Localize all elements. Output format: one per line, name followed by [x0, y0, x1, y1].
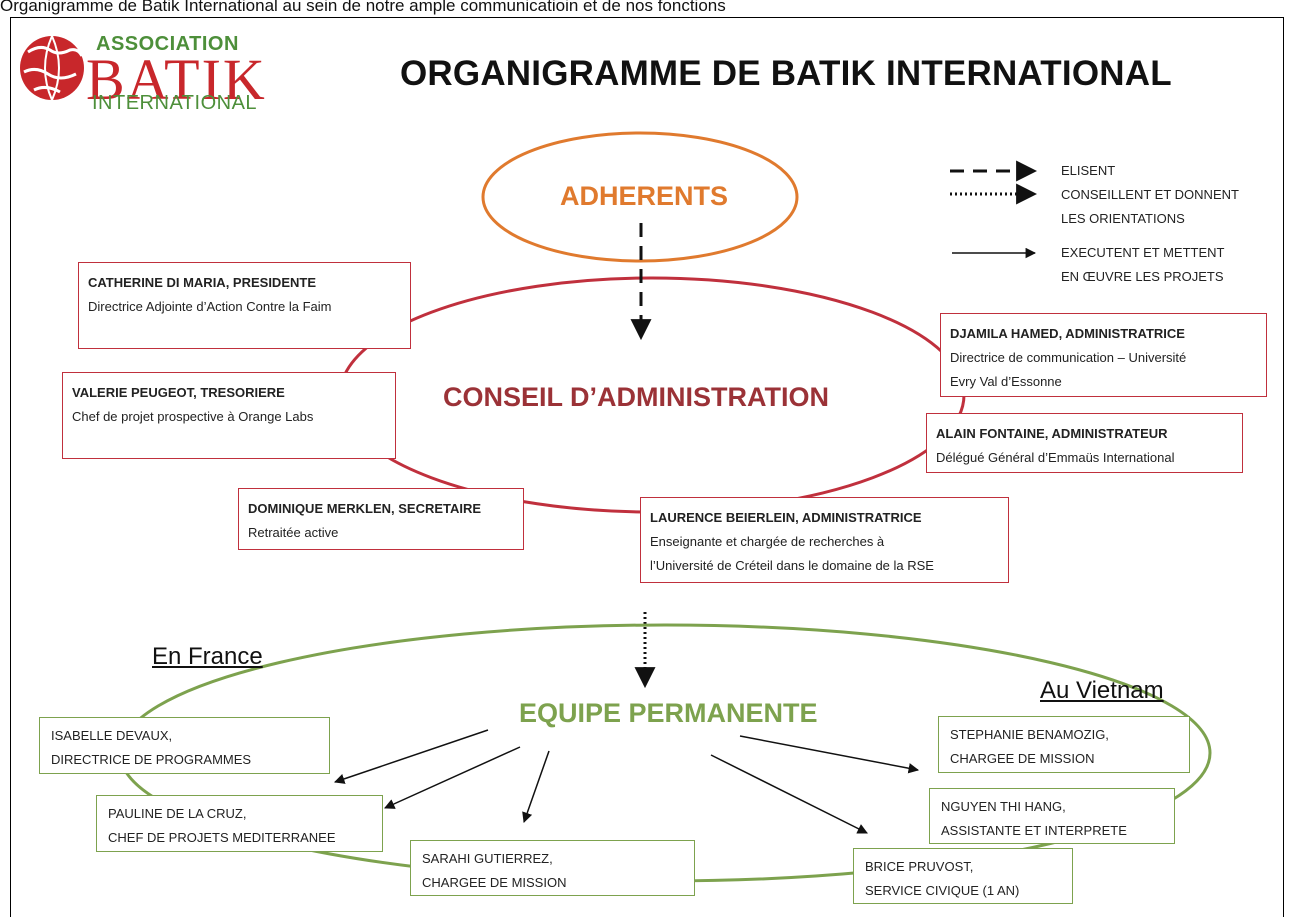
logo-main-text: BATIK	[86, 47, 267, 112]
conseil-label: CONSEIL D’ADMINISTRATION	[443, 382, 830, 412]
logo-top-text: ASSOCIATION	[96, 33, 239, 55]
legend-label-execute: EXECUTENT ET METTENT EN ŒUVRE LES PROJET…	[1061, 245, 1225, 284]
page-frame	[10, 17, 1284, 917]
staff-card-vietnam: NGUYEN THI HANG, ASSISTANTE ET INTERPRET…	[929, 788, 1175, 844]
legend-label-advise: CONSEILLENT ET DONNENT LES ORIENTATIONS	[1061, 187, 1239, 226]
legend-label-elect: ELISENT	[1061, 163, 1116, 178]
board-member-card: DOMINIQUE MERKLEN, SECRETAIRE Retraitée …	[238, 488, 524, 550]
logo-bottom-text: INTERNATIONAL	[92, 92, 258, 114]
logo-globe-icon	[20, 35, 84, 101]
equipe-label: EQUIPE PERMANENTE	[519, 698, 818, 728]
board-member-card: LAURENCE BEIERLEIN, ADMINISTRATRICE Ense…	[640, 497, 1009, 583]
exec-arrow	[710, 754, 868, 834]
board-member-card: CATHERINE DI MARIA, PRESIDENTE Directric…	[78, 262, 411, 349]
page-title: ORGANIGRAMME DE BATIK INTERNATIONAL	[400, 54, 1172, 93]
board-member-card: VALERIE PEUGEOT, TRESORIERE Chef de proj…	[62, 372, 396, 459]
staff-card-vietnam: STEPHANIE BENAMOZIG, CHARGEE DE MISSION	[938, 716, 1190, 773]
staff-card-vietnam: BRICE PRUVOST, SERVICE CIVIQUE (1 AN)	[853, 848, 1073, 904]
vietnam-section-label: Au Vietnam	[1040, 677, 1164, 704]
staff-card-france: ISABELLE DEVAUX, DIRECTRICE DE PROGRAMME…	[39, 717, 330, 774]
exec-arrow	[739, 735, 920, 774]
cropped-heading-text: Organigramme de Batik International au s…	[0, 0, 726, 15]
adherents-ellipse	[481, 131, 799, 263]
board-member-card: DJAMILA HAMED, ADMINISTRATRICE Directric…	[940, 313, 1267, 397]
exec-arrow	[334, 729, 489, 784]
staff-card-france: SARAHI GUTIERREZ, CHARGEE DE MISSION	[410, 840, 695, 896]
staff-card-france: PAULINE DE LA CRUZ, CHEF DE PROJETS MEDI…	[96, 795, 383, 852]
france-section-label: En France	[152, 643, 263, 670]
exec-arrow	[522, 750, 550, 823]
board-member-card: ALAIN FONTAINE, ADMINISTRATEUR Délégué G…	[926, 413, 1243, 473]
exec-arrow	[384, 746, 521, 809]
adherents-label: ADHERENTS	[560, 181, 729, 211]
